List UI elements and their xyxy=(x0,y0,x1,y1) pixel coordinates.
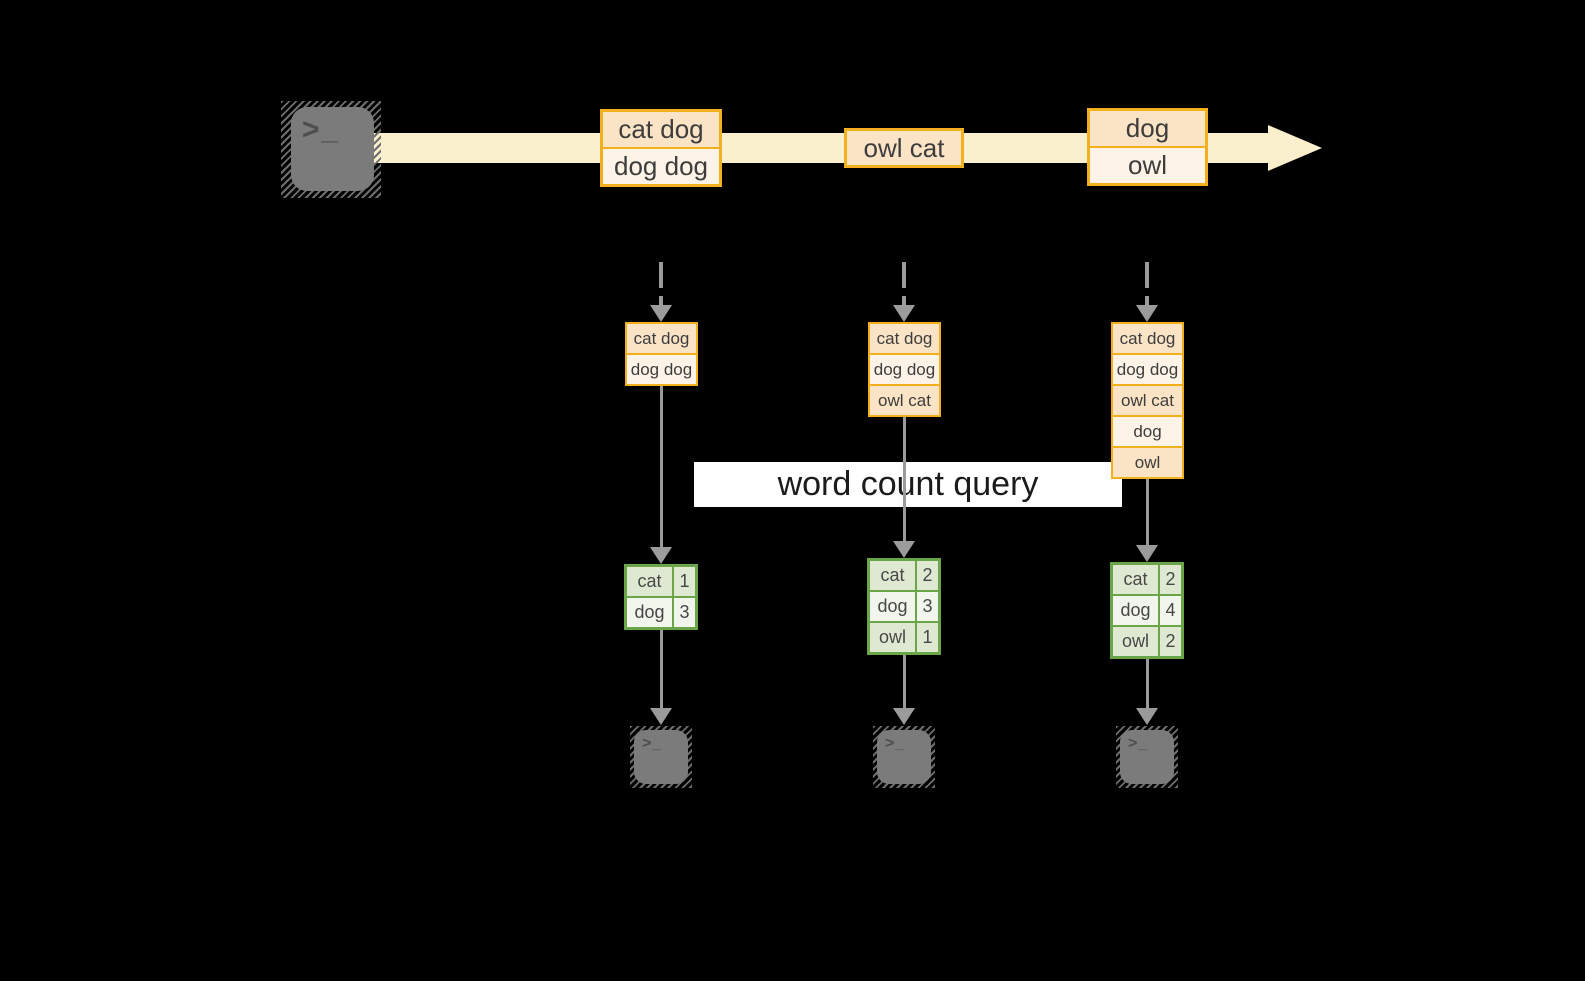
down-arrowhead-icon xyxy=(893,541,915,558)
stream-arrowhead-icon xyxy=(1268,125,1322,171)
accumulated-event-row: cat dog xyxy=(627,324,696,353)
accumulated-event-row: dog xyxy=(1113,415,1182,446)
stream-event-cell: owl cat xyxy=(847,131,961,165)
word-cell: dog xyxy=(627,598,674,627)
word-cell: cat xyxy=(870,561,917,590)
terminal-prompt: >_ xyxy=(885,735,906,752)
query-banner-label: word count query xyxy=(777,465,1039,503)
events-to-table-line xyxy=(1145,479,1149,547)
terminal-body: >_ xyxy=(1120,730,1174,784)
terminal-prompt: >_ xyxy=(642,735,663,752)
word-cell: owl xyxy=(1113,627,1160,656)
events-to-table-line xyxy=(902,417,906,543)
count-cell: 2 xyxy=(922,565,933,585)
terminal-prompt: >_ xyxy=(1128,735,1149,752)
down-arrowhead-icon xyxy=(893,708,915,725)
terminal-body: >_ xyxy=(634,730,688,784)
count-cell: 1 xyxy=(922,627,933,647)
stream-to-events-dash xyxy=(1145,262,1149,288)
accumulated-event-row: dog dog xyxy=(627,353,696,384)
word-cell: dog xyxy=(1113,596,1160,625)
word-cell: dog xyxy=(870,592,917,621)
terminal-prompt: >_ xyxy=(302,113,341,146)
stream-event-box: owl cat xyxy=(844,128,964,168)
stream-event-cell: cat dog xyxy=(603,112,719,147)
count-cell: 2 xyxy=(1165,631,1176,651)
accumulated-event-row: cat dog xyxy=(1113,324,1182,353)
terminal-body: >_ xyxy=(877,730,931,784)
count-cell: 1 xyxy=(679,571,690,591)
count-cell: 3 xyxy=(922,596,933,616)
stream-to-events-dash xyxy=(659,296,663,307)
count-cell: 2 xyxy=(1165,569,1176,589)
word-cell: owl xyxy=(870,623,917,652)
stream-to-events-dash xyxy=(1145,296,1149,307)
stream-event-cell: owl xyxy=(1090,146,1205,183)
stream-to-events-dash xyxy=(902,296,906,307)
word-cell: cat xyxy=(627,567,674,596)
table-to-terminal-line xyxy=(902,655,906,709)
terminal-body: >_ xyxy=(291,107,374,191)
count-cell: 3 xyxy=(679,602,690,622)
stream-to-events-dash xyxy=(659,262,663,288)
accumulated-event-row: dog dog xyxy=(1113,353,1182,384)
down-arrowhead-icon xyxy=(1136,305,1158,322)
word-cell: cat xyxy=(1113,565,1160,594)
stream-event-cell: dog dog xyxy=(603,147,719,184)
down-arrowhead-icon xyxy=(650,305,672,322)
table-to-terminal-line xyxy=(659,630,663,709)
stream-to-events-dash xyxy=(902,262,906,288)
down-arrowhead-icon xyxy=(1136,708,1158,725)
terminal-source-icon: >_ xyxy=(281,101,381,198)
terminal-result-icon: >_ xyxy=(1116,726,1178,788)
count-cell: 4 xyxy=(1165,600,1176,620)
accumulated-event-row: owl cat xyxy=(870,384,939,415)
accumulated-event-row: owl cat xyxy=(1113,384,1182,415)
events-to-table-line xyxy=(659,386,663,549)
down-arrowhead-icon xyxy=(650,708,672,725)
table-to-terminal-line xyxy=(1145,659,1149,709)
accumulated-event-row: owl xyxy=(1113,446,1182,477)
accumulated-event-row: dog dog xyxy=(870,353,939,384)
query-banner: word count query xyxy=(694,462,1122,507)
stream-event-cell: dog xyxy=(1090,111,1205,146)
terminal-result-icon: >_ xyxy=(630,726,692,788)
down-arrowhead-icon xyxy=(650,547,672,564)
down-arrowhead-icon xyxy=(1136,545,1158,562)
accumulated-event-row: cat dog xyxy=(870,324,939,353)
terminal-result-icon: >_ xyxy=(873,726,935,788)
down-arrowhead-icon xyxy=(893,305,915,322)
